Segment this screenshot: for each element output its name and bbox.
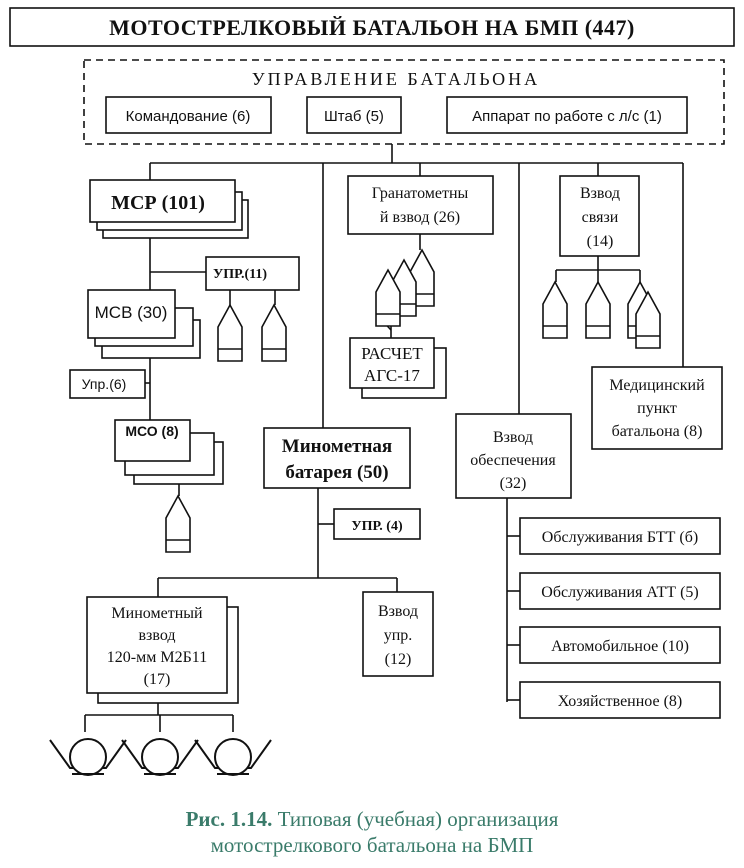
mso-vehicle-icon [165,495,191,553]
caption-line2: мотострелкового батальона на БМП [210,833,534,857]
mortar-icon [194,738,272,776]
mortar-upr-label: УПР. (4) [351,519,403,534]
msv-label: МСВ (30) [95,303,168,322]
mso-label: МСО (8) [125,423,178,439]
medical-line2: пункт [637,400,677,417]
grenade-platoon-box [347,175,494,235]
medical-box [591,366,723,450]
msr-upr-vehicle-icon [261,304,287,362]
mortar-upr-box [333,508,421,540]
mortar-control-line1: Взвод [378,603,418,620]
mortar-control-line3: (12) [385,651,412,668]
caption-line1-text: Типовая (учебная) организация [272,807,559,831]
section-auto-box [519,626,721,664]
figure-caption: Рис. 1.14. Типовая (учебная) организация… [0,806,744,858]
support-platoon-line3: (32) [500,475,527,492]
caption-line1: Рис. 1.14. Типовая (учебная) организация [0,806,744,832]
mortar-control-line2: упр. [384,627,413,644]
mortar-battery-line2: батарея (50) [285,462,388,483]
mortar-battery-box [263,427,411,489]
medical-line1: Медицинский [609,377,705,394]
mortar-platoon-line1: Минометный [111,605,203,622]
mortar-platoon-line4: (17) [144,671,171,688]
msr-upr-vehicle-icon [217,304,243,362]
ags-crew-box [349,337,435,389]
section-btt-box [519,517,721,555]
msr-upr-box [205,256,300,291]
mortar-platoon-line2: взвод [139,627,176,644]
section-supply-label: Хозяйственное (8) [558,693,683,710]
section-att-label: Обслуживания АТТ (5) [541,584,698,601]
mortar-icon [121,738,199,776]
section-att-box [519,572,721,610]
signal-vehicle-icon [542,281,568,339]
msr-label: МСР (101) [111,192,205,214]
ags-crew-line2: АГС-17 [364,366,420,385]
personnel-label: Аппарат по работе с л/с (1) [472,108,662,125]
msv-upr-label: Упр.(6) [82,376,127,392]
medical-line3: батальона (8) [612,423,703,440]
grenade-platoon-line1: Гранатометны [372,185,469,202]
staff-box [306,96,402,134]
personnel-box [446,96,688,134]
msr-upr-label: УПР.(11) [213,267,267,282]
caption-figure-number: Рис. 1.14. [185,807,273,831]
title-box [9,7,735,47]
diagram-title: МОТОСТРЕЛКОВЫЙ БАТАЛЬОН НА БМП (447) [109,15,635,40]
management-heading: УПРАВЛЕНИЕ БАТАЛЬОНА [252,69,540,89]
mortar-platoon-line3: 120-мм М2Б11 [107,649,207,666]
section-auto-label: Автомобильное (10) [551,638,689,655]
support-platoon-line1: Взвод [493,429,533,446]
command-box [105,96,272,134]
signal-vehicle-icon [585,281,611,339]
signal-platoon-line3: (14) [587,233,614,250]
command-label: Командование (6) [126,108,251,125]
section-supply-box [519,681,721,719]
signal-platoon-box [559,175,640,257]
mortar-icon [49,738,127,776]
support-platoon-box [455,413,572,499]
staff-label: Штаб (5) [324,108,384,125]
ags-crew-line1: РАСЧЕТ [361,344,423,363]
mortar-platoon-box [86,596,228,694]
mortar-control-box [362,591,434,677]
support-platoon-line2: обеспечения [470,452,556,469]
signal-platoon-line2: связи [582,209,619,226]
msv-box [87,289,176,339]
grenade-platoon-line2: й взвод (26) [380,209,460,226]
mso-box [114,419,191,462]
msv-upr-box [69,369,146,399]
signal-platoon-line1: Взвод [580,185,620,202]
section-btt-label: Обслуживания БТТ (б) [542,529,698,546]
mortar-battery-line1: Минометная [282,436,392,457]
msr-box [89,179,236,223]
